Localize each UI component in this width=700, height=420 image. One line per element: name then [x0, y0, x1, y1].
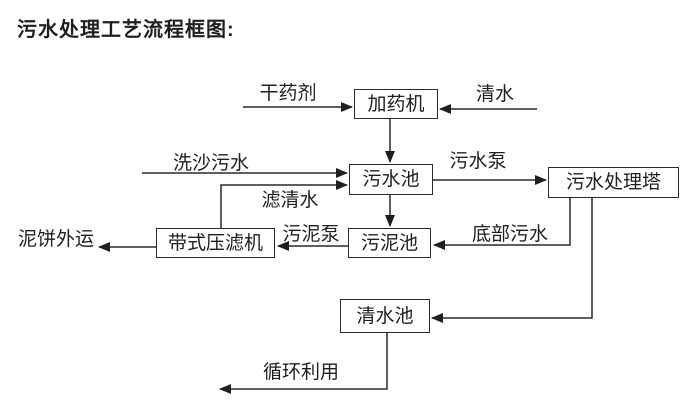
node-label: 带式压滤机	[167, 232, 263, 254]
flow-label-sand-washing-sewage: 洗沙污水	[172, 153, 250, 174]
arrow-bottom-sewage	[433, 198, 571, 250]
flow-label-recycling: 循环利用	[262, 362, 340, 383]
arrow-recycling	[219, 333, 388, 394]
node-treatment-tower: 污水处理塔	[548, 167, 679, 198]
flow-label-sludge-pump: 污泥泵	[282, 224, 340, 245]
node-label: 加药机	[367, 93, 425, 115]
flow-label-dry-agent: 干药剂	[259, 83, 317, 104]
node-label: 清水池	[356, 305, 414, 327]
node-dosing-machine: 加药机	[354, 89, 438, 119]
node-sewage-pool: 污水池	[349, 164, 433, 195]
node-belt-filter-press: 带式压滤机	[156, 228, 275, 258]
flow-label-bottom-sewage: 底部污水	[471, 224, 549, 245]
flow-label-clear-water: 清水	[475, 84, 515, 105]
arrow-filtered-water-return	[220, 180, 348, 228]
node-label: 污水池	[362, 169, 420, 190]
node-clear-water-pool: 清水池	[340, 299, 430, 333]
node-sludge-pool: 污泥池	[348, 228, 431, 258]
diagram-title: 污水处理工艺流程框图:	[17, 19, 235, 41]
flow-label-sewage-pump: 污水泵	[449, 151, 507, 172]
node-label: 污水处理塔	[565, 172, 661, 193]
node-label: 污泥池	[360, 232, 418, 254]
flow-label-mud-cake-transport: 泥饼外运	[18, 229, 95, 250]
flow-label-filtered-water: 滤清水	[261, 190, 319, 211]
arrow-tower-to-clear-water-pool	[431, 198, 593, 323]
